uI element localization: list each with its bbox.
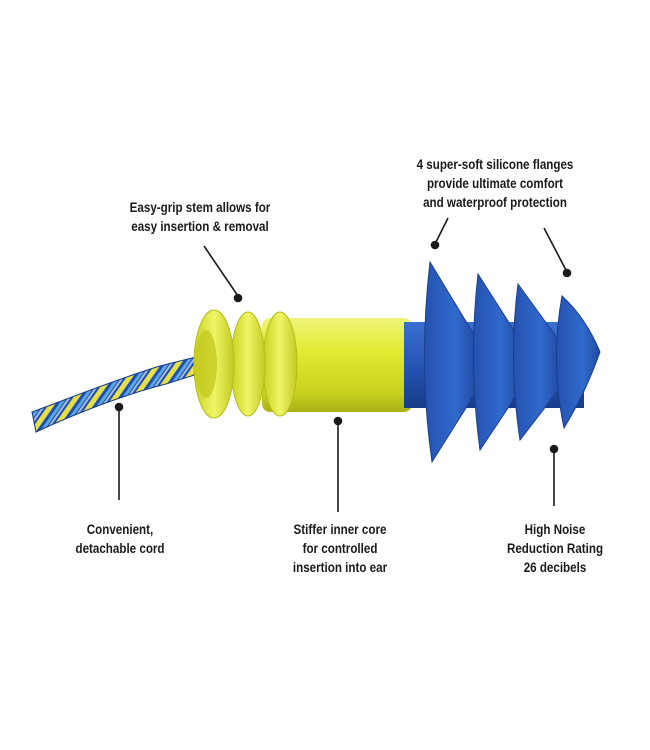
callout-core-dot (333, 416, 343, 426)
callout-cord-dot (114, 402, 124, 412)
stem-ring-3 (262, 311, 298, 417)
label-cord-line-2: detachable cord (75, 541, 165, 556)
stem-body (262, 318, 412, 412)
cord (31, 355, 205, 433)
callout-rating-dot (549, 444, 559, 454)
label-core-line-2: for controlled (302, 541, 378, 556)
label-core: Stiffer inner core for controlled insert… (271, 520, 409, 577)
stem-ring-2 (230, 311, 266, 417)
stem-end-cap (195, 330, 217, 398)
label-rating-line-2: Reduction Rating (506, 541, 604, 556)
callout-flange-right-line (543, 227, 567, 271)
earplug-tip (404, 260, 601, 464)
label-cord-line-1: Convenient, (86, 522, 154, 537)
label-rating-line-1: High Noise (524, 522, 586, 537)
label-rating-line-3: 26 decibels (523, 560, 587, 575)
flange-4 (556, 295, 601, 430)
callout-stem-line (203, 245, 239, 297)
label-core-line-1: Stiffer inner core (293, 522, 387, 537)
callout-flange-right-dot (562, 268, 572, 278)
label-stem-line-1: Easy-grip stem allows for (129, 200, 271, 215)
earplug-stem (193, 309, 412, 419)
label-stem: Easy-grip stem allows for easy insertion… (114, 198, 286, 236)
label-rating: High Noise Reduction Rating 26 decibels (491, 520, 620, 577)
callout-flange-left-dot (430, 240, 440, 250)
callouts (114, 217, 572, 512)
flange-1 (423, 260, 477, 464)
label-core-line-3: insertion into ear (292, 560, 388, 575)
label-cord: Convenient, detachable cord (60, 520, 180, 558)
label-flanges-line-3: and waterproof protection (423, 195, 567, 210)
label-flanges-line-2: provide ultimate comfort (426, 176, 564, 191)
label-stem-line-2: easy insertion & removal (131, 219, 269, 234)
cord-rope (31, 355, 205, 433)
flange-3 (512, 282, 561, 442)
label-flanges: 4 super-soft silicone flanges provide ul… (396, 155, 594, 212)
label-flanges-line-1: 4 super-soft silicone flanges (416, 157, 574, 172)
callout-stem-dot (233, 293, 243, 303)
flange-2 (472, 272, 521, 452)
callout-flange-left-line (435, 217, 449, 243)
